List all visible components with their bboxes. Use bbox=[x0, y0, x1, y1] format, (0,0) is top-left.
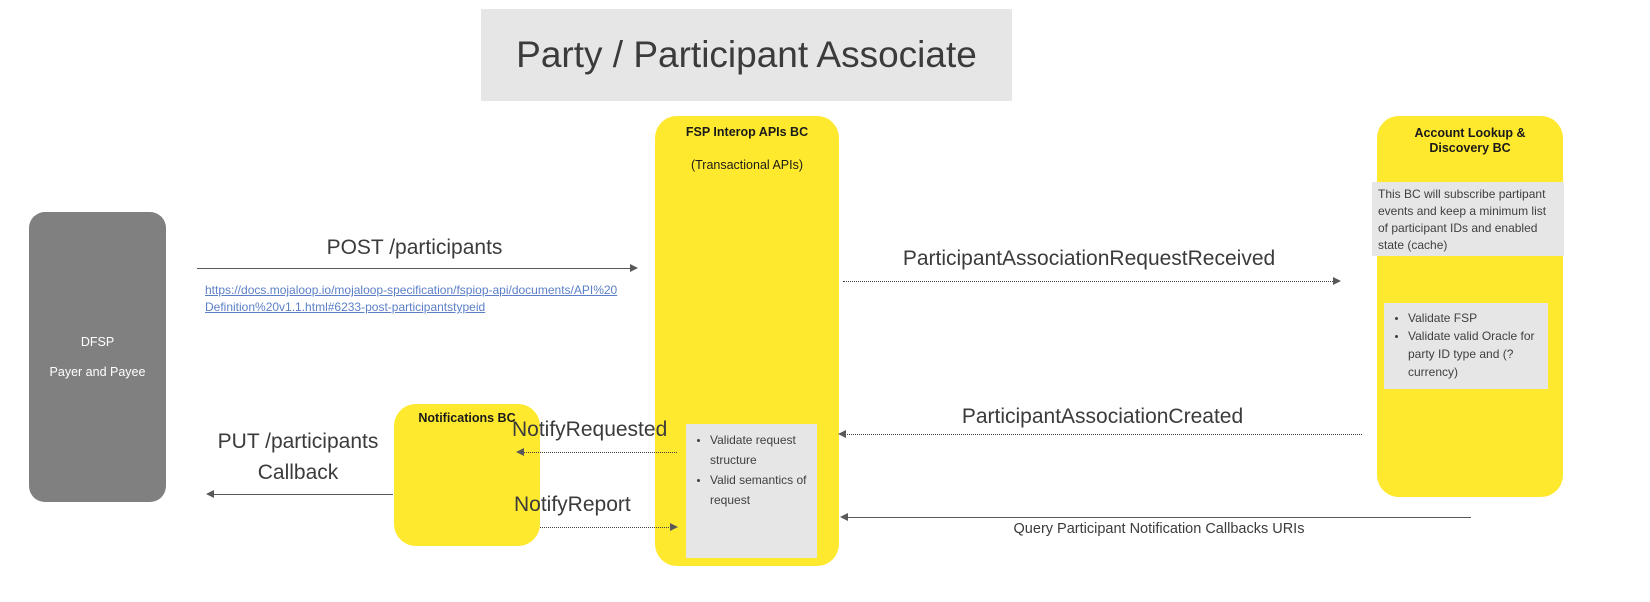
label-query-participant-notification: Query Participant Notification Callbacks… bbox=[1013, 521, 1305, 537]
connector-participant-association-created bbox=[843, 434, 1362, 435]
diagram-title-banner: Party / Participant Associate bbox=[481, 9, 1012, 101]
connector-put-participants-callback bbox=[213, 494, 393, 495]
label-post-participants: POST /participants bbox=[326, 236, 503, 259]
note-als-subscribe: This BC will subscribe partipant events … bbox=[1372, 182, 1564, 256]
note-interop-validation-item: Valid semantics of request bbox=[710, 470, 813, 510]
actor-notifications-bc: Notifications BC bbox=[394, 404, 540, 546]
connector-query-participant-notification bbox=[847, 517, 1471, 518]
actor-dfsp: DFSP Payer and Payee bbox=[29, 212, 166, 502]
actor-dfsp-role: Payer and Payee bbox=[49, 365, 146, 379]
label-participant-association-created: ParticipantAssociationCreated bbox=[961, 405, 1244, 428]
actor-account-lookup-discovery-bc-title: Account Lookup & Discovery BC bbox=[1414, 126, 1526, 155]
note-als-validation-item: Validate valid Oracle for party ID type … bbox=[1408, 327, 1544, 381]
arrowhead-query-participant-notification-icon bbox=[840, 513, 848, 521]
actor-notifications-bc-title: Notifications BC bbox=[418, 411, 516, 425]
actor-fsp-interop-apis-bc-subtitle: (Transactional APIs) bbox=[690, 158, 804, 172]
note-als-validation-item: Validate FSP bbox=[1408, 309, 1544, 327]
note-interop-validations: Validate request structure Valid semanti… bbox=[686, 424, 817, 558]
actor-dfsp-name: DFSP bbox=[80, 335, 115, 349]
arrowhead-participant-association-created-icon bbox=[838, 430, 846, 438]
label-put-participants-callback: Callback bbox=[257, 461, 339, 484]
label-participant-association-request-received: ParticipantAssociationRequestReceived bbox=[902, 247, 1276, 270]
connector-participant-association-request-received bbox=[843, 281, 1335, 282]
page-title: Party / Participant Associate bbox=[516, 34, 977, 75]
note-als-subscribe-text: This BC will subscribe partipant events … bbox=[1378, 187, 1547, 252]
connector-notify-report bbox=[540, 527, 673, 528]
note-als-validations: Validate FSP Validate valid Oracle for p… bbox=[1384, 303, 1548, 389]
arrowhead-notify-requested-icon bbox=[516, 448, 524, 456]
note-interop-validation-item: Validate request structure bbox=[710, 430, 813, 470]
label-put-participants: PUT /participants bbox=[217, 430, 379, 453]
connector-post-participants bbox=[197, 268, 632, 269]
label-notify-report: NotifyReport bbox=[514, 493, 631, 516]
actor-fsp-interop-apis-bc-title: FSP Interop APIs BC bbox=[685, 125, 809, 139]
arrowhead-post-participants-icon bbox=[630, 264, 638, 272]
connector-notify-requested bbox=[522, 452, 677, 453]
arrowhead-notify-report-icon bbox=[670, 523, 678, 531]
link-fspiop-post-participants[interactable]: https://docs.mojaloop.io/mojaloop-specif… bbox=[205, 283, 618, 314]
label-notify-requested: NotifyRequested bbox=[512, 418, 668, 441]
arrowhead-put-participants-callback-icon bbox=[206, 490, 214, 498]
arrowhead-participant-association-request-received-icon bbox=[1333, 277, 1341, 285]
